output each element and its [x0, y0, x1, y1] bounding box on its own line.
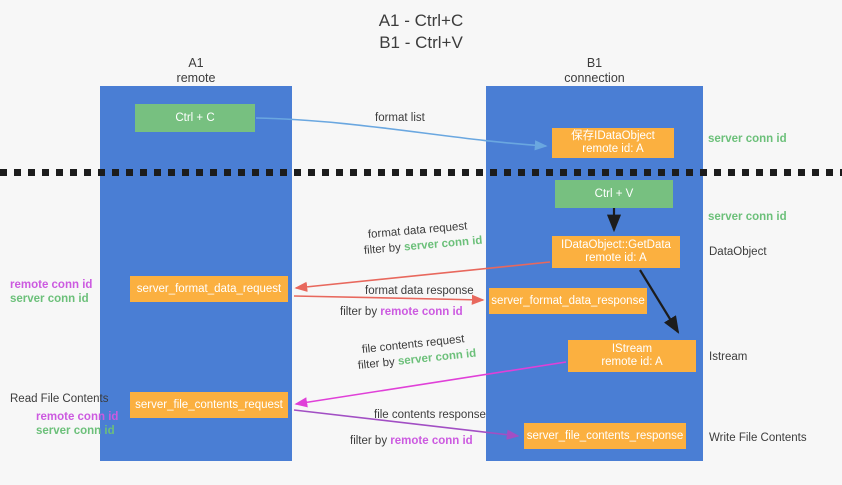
- node-server-file-contents-response[interactable]: server_file_contents_response: [524, 423, 686, 449]
- node-ctrl-v[interactable]: Ctrl + V: [555, 180, 673, 208]
- filter-by-text: filter by: [340, 306, 378, 318]
- label-istream: Istream: [709, 351, 748, 363]
- filter-by-text: filter by: [357, 356, 396, 372]
- annotation-file-contents-response: file contents response: [374, 409, 486, 421]
- node-istream[interactable]: IStream remote id: A: [568, 340, 696, 372]
- label-conn-id-stack-file: remote conn id server conn id: [36, 410, 118, 438]
- node-save-idataobject[interactable]: 保存IDataObject remote id: A: [552, 128, 674, 158]
- lane-title-b1: B1 connection: [564, 56, 625, 85]
- label-remote-conn-id: remote conn id: [10, 279, 93, 291]
- label-write-file-contents: Write File Contents: [709, 432, 807, 444]
- label-read-file-contents: Read File Contents: [10, 393, 109, 405]
- label-server-conn-id-second: server conn id: [708, 211, 787, 223]
- node-server-format-data-request[interactable]: server_format_data_request: [130, 276, 288, 302]
- node-idataobject-getdata[interactable]: IDataObject::GetData remote id: A: [552, 236, 680, 268]
- label-remote-conn-id: remote conn id: [390, 435, 473, 447]
- annotation-file-contents-response-filter: filter by remote conn id: [350, 434, 473, 449]
- label-remote-conn-id: remote conn id: [36, 411, 119, 423]
- filter-by-text: filter by: [363, 241, 402, 257]
- annotation-format-data-response: format data response: [365, 285, 474, 297]
- annotation-format-data-response-filter: filter by remote conn id: [340, 305, 463, 320]
- node-server-file-contents-request[interactable]: server_file_contents_request: [130, 392, 288, 418]
- diagram-title: A1 - Ctrl+C B1 - Ctrl+V: [378, 11, 464, 52]
- label-conn-id-stack-format: remote conn id server conn id: [10, 278, 92, 306]
- node-ctrl-c[interactable]: Ctrl + C: [135, 104, 255, 132]
- filter-by-text: filter by: [350, 435, 388, 447]
- node-server-format-data-response[interactable]: server_format_data_response: [489, 288, 647, 314]
- label-server-conn-id-top: server conn id: [708, 133, 787, 145]
- label-dataobject: DataObject: [709, 246, 767, 258]
- label-server-conn-id: server conn id: [36, 425, 115, 437]
- label-server-conn-id: server conn id: [10, 293, 89, 305]
- label-remote-conn-id: remote conn id: [380, 306, 463, 318]
- label-format-list: format list: [375, 112, 425, 124]
- dashed-divider: [0, 169, 842, 176]
- lane-title-a1: A1 remote: [176, 56, 216, 85]
